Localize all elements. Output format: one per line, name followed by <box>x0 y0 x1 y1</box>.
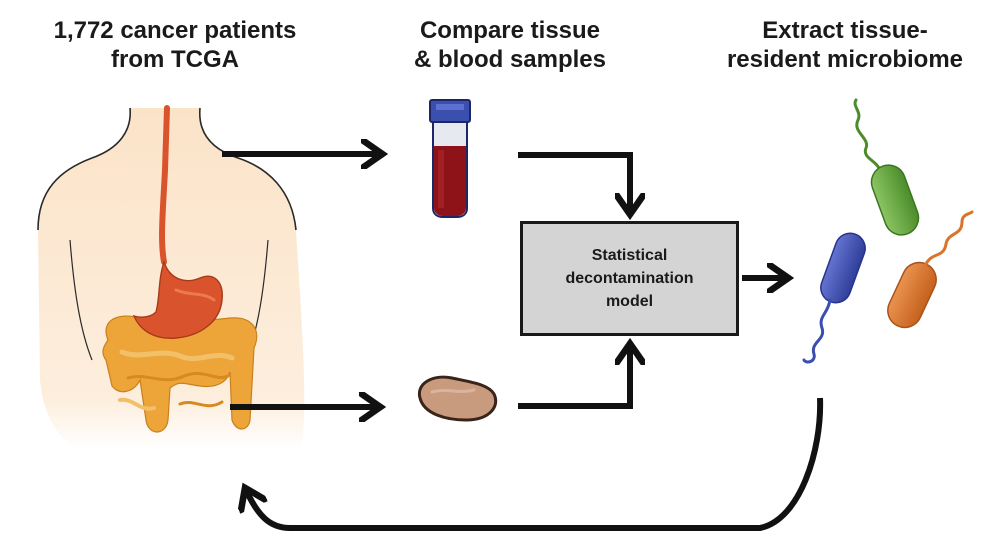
extract-heading: Extract tissue- resident microbiome <box>700 16 990 74</box>
blood-tube-icon <box>429 99 471 218</box>
patients-heading-line-2: from TCGA <box>111 46 239 73</box>
decontamination-model-box: Statistical decontamination model <box>520 221 739 336</box>
human-torso-icon <box>37 105 305 450</box>
extract-heading-line-1: Extract tissue- <box>762 17 928 44</box>
arrow-feedback-to-patients <box>246 397 824 531</box>
green-bacterium-icon <box>853 98 920 236</box>
flow-arrows <box>222 152 824 531</box>
arrow-tissue-to-model <box>518 346 630 409</box>
model-label-line-3: model <box>605 293 654 310</box>
compare-heading-line-2: & blood samples <box>413 46 607 73</box>
tissue-sample-icon <box>417 375 498 422</box>
compare-heading: Compare tissue & blood samples <box>370 16 650 74</box>
patients-heading-line-1: 1,772 cancer patients <box>53 17 297 44</box>
model-label-line-2: decontamination <box>565 270 694 287</box>
patients-heading: 1,772 cancer patients from TCGA <box>10 16 340 74</box>
model-label-line-1: Statistical <box>591 247 668 264</box>
arrow-blood-to-model <box>518 152 630 212</box>
orange-bacterium-icon <box>887 210 974 329</box>
compare-heading-line-1: Compare tissue <box>419 17 601 44</box>
extract-heading-line-2: resident microbiome <box>726 46 964 73</box>
blue-bacterium-icon <box>802 232 866 364</box>
